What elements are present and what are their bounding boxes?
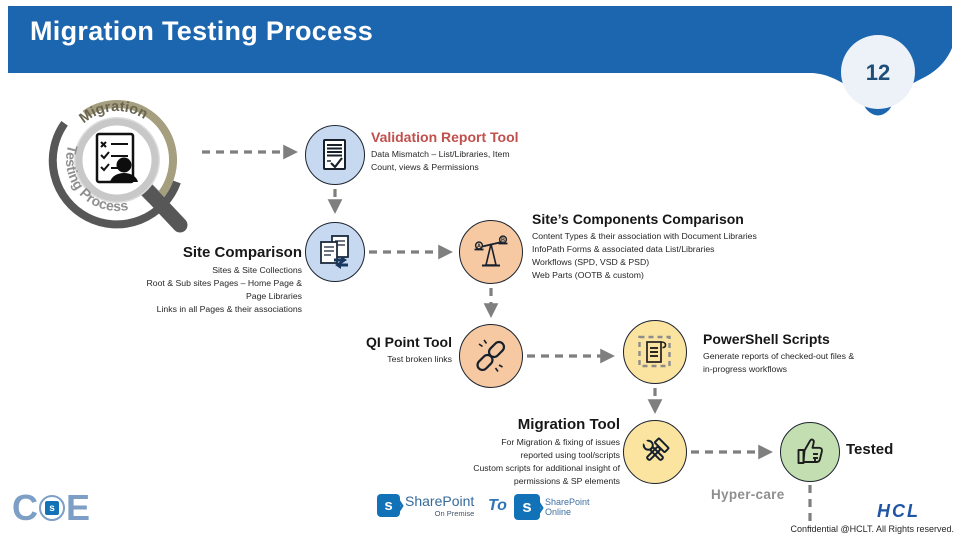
desc-line: Root & Sub sites Pages – Home Page & (146, 278, 303, 288)
node-description: Generate reports of checked-out files & … (703, 350, 913, 376)
desc-line: Data Mismatch – List/Libraries, Item (371, 149, 510, 159)
balance-scale-icon: A B (474, 235, 508, 267)
svg-text:B: B (501, 238, 505, 244)
site-comparison-block: Site Comparison Sites & Site Collections… (110, 244, 303, 316)
confidential-note: Confidential @HCLT. All Rights reserved. (790, 524, 954, 534)
hypercare-label: Hyper-care (711, 487, 785, 502)
broken-link-icon (476, 339, 506, 372)
magnifier-checklist-icon: Migration Testing Process (48, 99, 188, 233)
node-title: PowerShell Scripts (703, 331, 830, 347)
page-title: Migration Testing Process (30, 16, 374, 46)
node-title: QI Point Tool (365, 334, 452, 350)
break-sparks (478, 339, 503, 372)
sharepoint-tile-icon: s ❯ (514, 494, 545, 520)
desc-line: in-progress workflows (703, 364, 788, 374)
node-title: Migration Tool (517, 416, 620, 433)
desc-line: Workflows (SPD, VSD & PSD) (532, 257, 650, 267)
powershell-scripts-block: PowerShell Scripts Generate reports of c… (703, 331, 913, 376)
node-validation-report-tool (305, 125, 365, 185)
node-description: Sites & Site Collections Root & Sub site… (110, 264, 303, 316)
page-number: 12 (866, 60, 890, 85)
sharepoint-online-logo: s ❯ SharePoint Online (514, 494, 590, 520)
document-check-icon (323, 139, 346, 170)
compare-arrows (334, 256, 348, 269)
coe-logo: C s E (12, 490, 90, 526)
documents-compare-icon (320, 235, 349, 269)
desc-line: permissions & SP elements (513, 476, 620, 486)
desc-line: Test broken links (387, 354, 452, 364)
svg-text:A: A (477, 244, 481, 250)
magnifier-handle (140, 183, 188, 233)
migration-tool-block: Migration Tool For Migration & fixing of… (428, 417, 620, 488)
coe-circle: s (39, 495, 65, 521)
badge-olive-arc (82, 100, 178, 203)
sharepoint-name: SharePoint (545, 497, 590, 507)
desc-line: Count, views & Permissions (371, 162, 479, 172)
tested-label: Tested (846, 441, 894, 458)
thumbs-up-icon (797, 438, 823, 464)
node-site-comparison (305, 222, 365, 282)
crossed-tools-icon (641, 437, 670, 461)
node-title: Validation Report Tool (371, 129, 519, 145)
sharepoint-tile-icon: s (45, 501, 59, 515)
sharepoint-name: SharePoint (405, 493, 475, 509)
hcl-logo: HCL (877, 501, 920, 521)
desc-line: For Migration & fixing of issues (501, 437, 620, 447)
node-migration-tool (623, 420, 687, 484)
desc-line: Generate reports of checked-out files & (703, 351, 855, 361)
node-qi-point-tool (459, 324, 523, 388)
qi-point-tool-block: QI Point Tool Test broken links (302, 334, 452, 366)
node-title: Site Comparison (182, 244, 302, 261)
sharepoint-onpremise-logo: s ❯ SharePoint On Premise (377, 494, 474, 518)
person-shoulders (110, 173, 138, 182)
desc-line: Links in all Pages & their associations (156, 304, 302, 314)
desc-line: Custom scripts for additional insight of (473, 463, 620, 473)
node-title: Site’s Components Comparison (532, 211, 744, 227)
sharepoint-sub: Online (545, 507, 572, 517)
person-icon (116, 157, 132, 173)
coe-letter-c: C (12, 487, 38, 528)
header-banner: 12 (8, 6, 952, 116)
sharepoint-sub: On Premise (434, 509, 475, 518)
node-tested (780, 422, 840, 482)
coe-letter-e: E (66, 487, 91, 528)
node-powershell-scripts (623, 320, 687, 384)
page-number-circle (841, 35, 915, 109)
desc-line: Sites & Site Collections (212, 265, 302, 275)
components-comparison-block: Site’s Components Comparison Content Typ… (532, 211, 808, 282)
node-description: Data Mismatch – List/Libraries, Item Cou… (371, 148, 571, 174)
header-wave-shape (8, 6, 952, 116)
desc-line: Content Types & their association with D… (532, 231, 757, 241)
validation-report-tool-block: Validation Report Tool Data Mismatch – L… (371, 129, 571, 174)
script-scroll-icon (638, 335, 671, 368)
desc-line: Page Libraries (245, 291, 302, 301)
node-components-comparison: A B (459, 220, 523, 284)
desc-line: InfoPath Forms & associated data List/Li… (532, 244, 715, 254)
desc-line: Web Parts (OOTB & custom) (532, 270, 644, 280)
node-description: Content Types & their association with D… (532, 230, 808, 282)
node-description: Test broken links (302, 353, 452, 366)
checklist-marks (100, 141, 128, 172)
sharepoint-tile-icon: s ❯ (377, 494, 405, 517)
to-label: To (488, 497, 507, 514)
node-description: For Migration & fixing of issues reporte… (428, 436, 620, 488)
tile-letter: s (522, 497, 532, 516)
desc-line: reported using tool/scripts (520, 450, 620, 460)
tile-letter: s (384, 497, 393, 514)
